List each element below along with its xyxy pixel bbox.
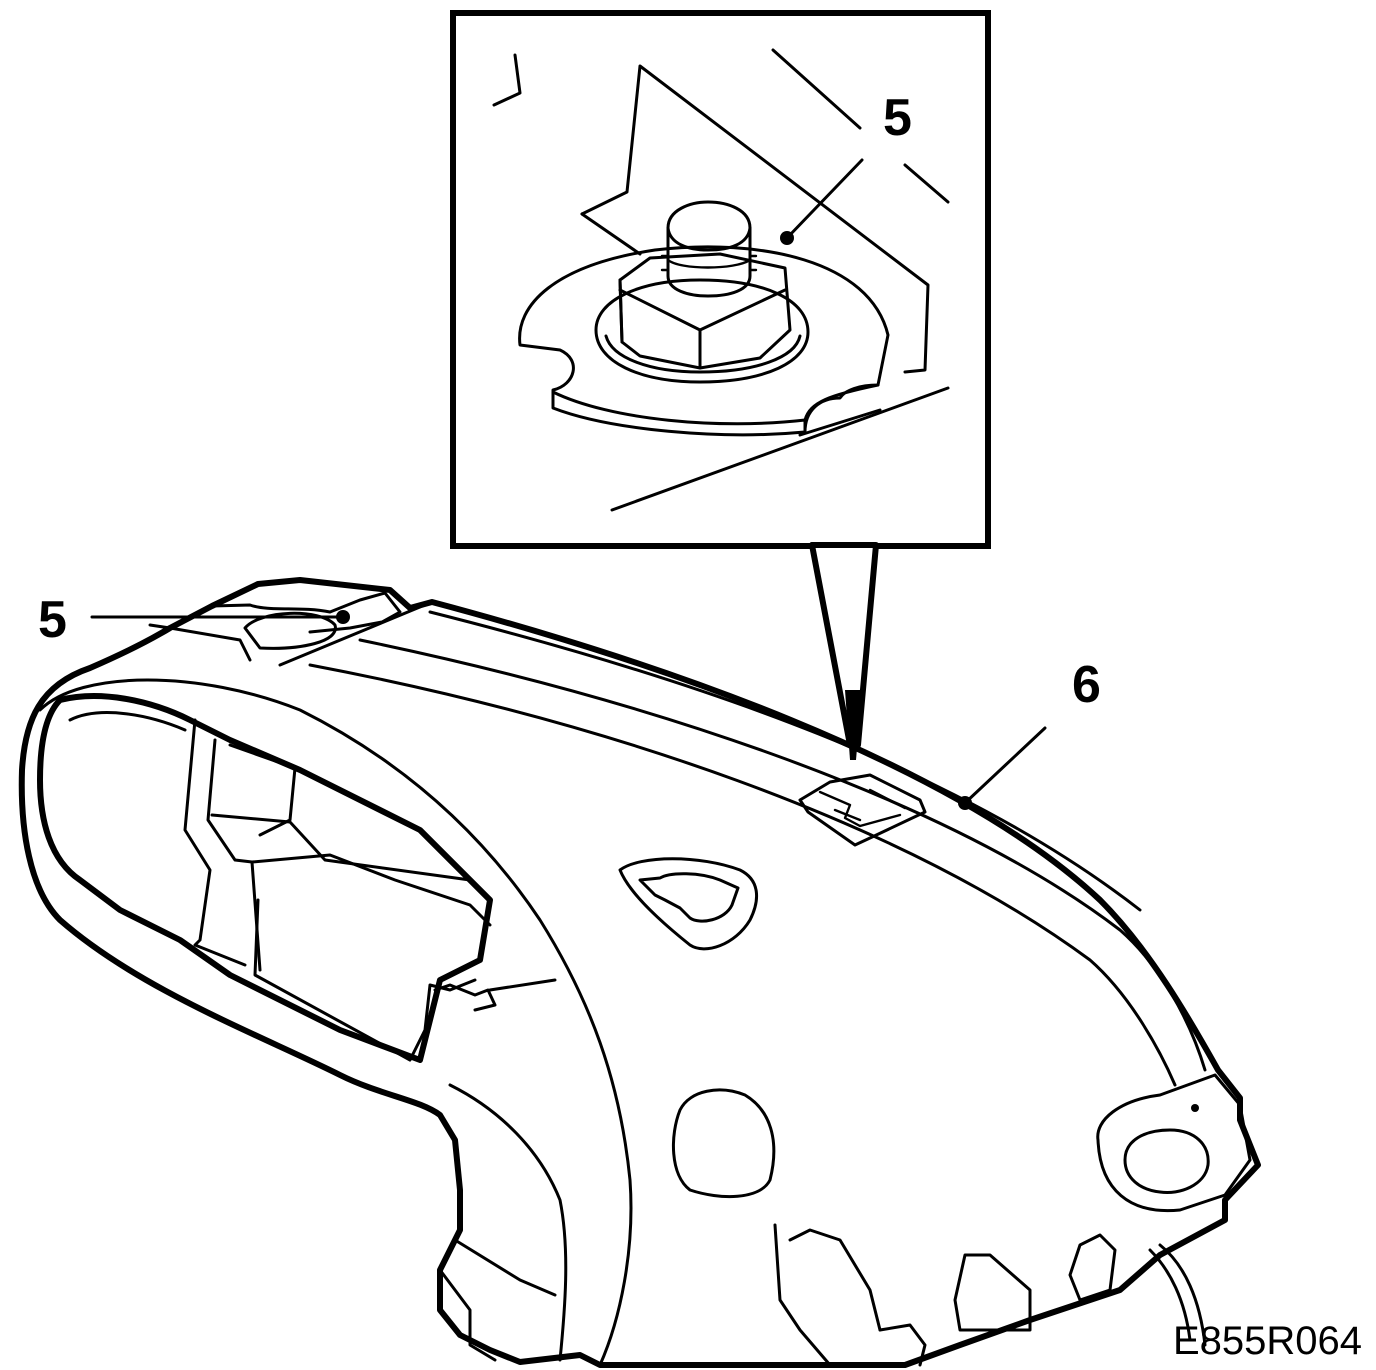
steering-opening-outer	[38, 678, 633, 1367]
left-frame-member-4	[210, 813, 472, 882]
detail-inset: 5	[450, 10, 991, 549]
inset-washer-inner	[604, 334, 802, 374]
inset-stud-thread-arc	[666, 258, 752, 269]
left-frame-member-5	[250, 853, 492, 927]
left-vent-opening	[37, 693, 493, 1063]
left-frame-member-2	[206, 738, 262, 972]
right-mount-dot	[1191, 1104, 1199, 1112]
left-frame-member-6	[253, 898, 477, 1062]
main-callout-5-dot	[336, 610, 350, 624]
inset-hatch-line-1	[771, 48, 862, 130]
lower-bracket-2	[453, 1238, 557, 1297]
left-mount-lip	[148, 623, 252, 662]
inset-flange-notch-right	[803, 383, 880, 422]
left-frame-member-7	[433, 983, 497, 1012]
inset-stud-top	[666, 226, 752, 252]
lower-right-opening-1	[953, 1253, 1032, 1332]
center-opening-hole	[638, 872, 740, 923]
lower-center-member	[878, 1323, 927, 1367]
left-vent-inner-edge	[68, 711, 187, 732]
inset-panel-diagonal	[580, 212, 642, 256]
inset-pointer	[809, 542, 879, 748]
inset-callout-label: 5	[883, 89, 912, 147]
inset-flange-thickness	[551, 390, 807, 434]
main-callout-5: 5	[38, 591, 350, 649]
inset-panel-edge	[580, 64, 930, 374]
lower-right-opening-2	[1068, 1233, 1117, 1302]
left-frame-member-3	[228, 743, 297, 837]
inset-callout-leader	[785, 158, 864, 240]
main-callout-6-label: 6	[1072, 656, 1101, 714]
center-mount-bracket	[798, 773, 927, 847]
center-opening-outline	[618, 857, 759, 951]
left-mount-bracket	[210, 591, 402, 634]
left-frame-member-8	[488, 978, 557, 992]
right-mount-hole	[1123, 1128, 1210, 1195]
inset-bracket-corner	[492, 53, 522, 107]
dashboard-panel	[18, 577, 1261, 1368]
inset-hatch-line-2	[903, 163, 950, 204]
dashboard-top-rim-2	[358, 638, 1207, 1072]
inset-floor-line-2	[798, 408, 882, 437]
main-callout-5-label: 5	[38, 591, 67, 649]
main-callout-6-leader	[963, 726, 1047, 805]
lower-right-cables	[1148, 1243, 1207, 1347]
steering-opening-inner	[448, 1083, 568, 1362]
lower-center-structure	[773, 1223, 882, 1367]
main-callout-6-dot	[958, 796, 972, 810]
glovebox-recess	[671, 1088, 776, 1199]
right-mount-bracket	[1096, 1073, 1252, 1213]
figure-code: E855R064	[1172, 1319, 1362, 1363]
left-frame-member-1	[183, 718, 247, 967]
dashboard-top-rim	[278, 600, 1177, 1087]
inset-nut	[618, 252, 792, 370]
lower-bracket	[438, 1268, 497, 1362]
main-callout-6: 6	[958, 656, 1101, 810]
center-mount-detail	[818, 788, 907, 828]
dashboard-top-rim-3	[428, 610, 1142, 912]
inset-callout-dot	[780, 231, 794, 245]
inset-stud	[666, 200, 752, 298]
inset-flange-plate	[518, 245, 890, 437]
inset-floor-line	[610, 386, 950, 512]
inset-washer-outer	[594, 278, 810, 384]
